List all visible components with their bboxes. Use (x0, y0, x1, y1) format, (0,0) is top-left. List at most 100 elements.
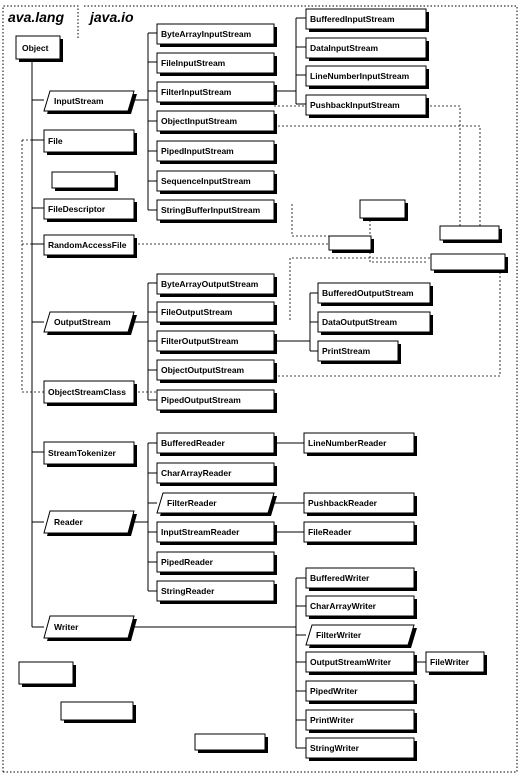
node-file-descriptor-box (43, 198, 135, 220)
node-buffered-output-stream-label: BufferedOutputStream (322, 288, 414, 298)
node-input-stream-box (43, 90, 135, 112)
node-buffered-reader-box (156, 432, 275, 454)
node-output-stream: OutputStream (43, 311, 137, 335)
node-file-descriptor: FileDescriptor (43, 198, 137, 222)
node-pushback-reader: PushbackReader (303, 492, 417, 516)
node-buffered-input-stream: BufferedInputStream (305, 8, 429, 32)
node-input-stream-reader-box (156, 521, 275, 543)
node-byte-array-input-stream-label: ByteArrayInputStream (161, 29, 252, 39)
node-piped-reader: PipedReader (156, 551, 277, 575)
interface-dashed-line (274, 272, 501, 377)
node-filter-input-stream-box (156, 81, 275, 103)
node-object-input-stream-label: ObjectInputStream (161, 116, 237, 126)
node-piped-reader-box (156, 551, 275, 573)
node-filter-reader-box (156, 492, 275, 514)
node-file-output-stream: FileOutputStream (156, 301, 277, 325)
node-writer: Writer (43, 615, 137, 641)
node-data-output-stream: DataOutputStream (317, 311, 433, 335)
blank-class-boxes (18, 171, 508, 753)
node-object-stream-class: ObjectStreamClass (43, 380, 137, 406)
node-char-array-reader-label: CharArrayReader (161, 468, 232, 478)
node-file-label: File (48, 136, 63, 146)
node-string-buffer-input-stream-label: StringBufferInputStream (161, 205, 261, 215)
node-filter-writer: FilterWriter (305, 624, 417, 648)
node-output-stream-writer-label: OutputStreamWriter (310, 657, 392, 667)
node-reader: Reader (43, 510, 137, 536)
interface-dashed-line (369, 220, 428, 263)
node-line-number-reader-box (303, 432, 415, 454)
node-buffered-output-stream-box (317, 282, 431, 304)
node-byte-array-input-stream-box (156, 23, 275, 45)
node-buffered-writer-box (305, 567, 415, 589)
node-filter-output-stream-label: FilterOutputStream (161, 336, 239, 346)
node-sequence-input-stream: SequenceInputStream (156, 170, 277, 194)
node-pushback-reader-label: PushbackReader (308, 498, 378, 508)
node-file-input-stream: FileInputStream (156, 52, 277, 76)
interface-dashed-line (291, 204, 360, 237)
node-print-writer-box (305, 709, 415, 731)
node-file-writer: FileWriter (425, 651, 487, 675)
node-buffered-reader: BufferedReader (156, 432, 277, 456)
node-char-array-reader-box (156, 462, 275, 484)
node-reader-label: Reader (54, 517, 84, 527)
java-lang-label: ava.lang (8, 9, 64, 25)
node-piped-output-stream-label: PipedOutputStream (161, 395, 241, 405)
node-string-buffer-input-stream: StringBufferInputStream (156, 199, 277, 223)
node-pushback-input-stream-box (305, 94, 427, 116)
node-string-reader-label: StringReader (161, 586, 215, 596)
node-file-writer-box (425, 651, 485, 673)
node-piped-input-stream-label: PipedInputStream (161, 146, 234, 156)
node-file-output-stream-box (156, 301, 275, 323)
node-filter-output-stream: FilterOutputStream (156, 330, 277, 354)
node-buffered-input-stream-box (305, 8, 427, 30)
node-data-output-stream-label: DataOutputStream (322, 317, 398, 327)
node-random-access-file-box (43, 234, 135, 256)
node-line-number-input-stream-label: LineNumberInputStream (310, 71, 410, 81)
node-object-output-stream: ObjectOutputStream (156, 359, 277, 383)
node-file-box (43, 129, 135, 153)
node-pushback-input-stream-label: PushbackInputStream (310, 100, 400, 110)
class-nodes: InputStreamFileFileDescriptorRandomAcces… (43, 8, 487, 761)
node-buffered-writer: BufferedWriter (305, 567, 417, 591)
node-piped-output-stream-box (156, 389, 275, 411)
node-output-stream-box (43, 311, 135, 333)
node-object-stream-class-label: ObjectStreamClass (48, 387, 126, 397)
node-byte-array-output-stream: ByteArrayOutputStream (156, 273, 277, 297)
node-string-reader-box (156, 580, 275, 602)
node-print-writer: PrintWriter (305, 709, 417, 733)
node-piped-output-stream: PipedOutputStream (156, 389, 277, 413)
node-piped-writer-label: PipedWriter (310, 686, 358, 696)
node-reader-box (43, 510, 135, 534)
interface-dashed-line (289, 257, 440, 320)
node-piped-reader-label: PipedReader (161, 557, 214, 567)
node-filter-reader-label: FilterReader (167, 498, 217, 508)
node-object-stream-class-box (43, 380, 135, 404)
node-object-input-stream: ObjectInputStream (156, 110, 277, 134)
node-print-writer-label: PrintWriter (310, 715, 354, 725)
node-string-writer-box (305, 737, 415, 759)
node-piped-writer-box (305, 680, 415, 702)
node-input-stream-reader-label: InputStreamReader (161, 527, 240, 537)
node-input-stream-label: InputStream (54, 96, 104, 106)
node-file-input-stream-label: FileInputStream (161, 58, 226, 68)
node-output-stream-label: OutputStream (54, 317, 111, 327)
node-byte-array-input-stream: ByteArrayInputStream (156, 23, 277, 47)
node-file-reader: FileReader (303, 521, 417, 545)
node-stream-tokenizer-box (43, 441, 135, 465)
node-line-number-reader: LineNumberReader (303, 432, 417, 456)
node-filter-input-stream: FilterInputStream (156, 81, 277, 105)
node-string-writer: StringWriter (305, 737, 417, 761)
node-line-number-input-stream-box (305, 65, 427, 87)
node-buffered-output-stream: BufferedOutputStream (317, 282, 433, 306)
node-output-stream-writer-box (305, 651, 415, 673)
node-string-buffer-input-stream-box (156, 199, 275, 221)
node-buffered-input-stream-label: BufferedInputStream (310, 14, 395, 24)
node-output-stream-writer: OutputStreamWriter (305, 651, 417, 675)
node-string-reader: StringReader (156, 580, 277, 604)
node-random-access-file-label: RandomAccessFile (48, 240, 127, 250)
node-object-output-stream-label: ObjectOutputStream (161, 365, 245, 375)
node-data-output-stream-box (317, 311, 431, 333)
java-io-frame (3, 5, 518, 773)
node-filter-writer-box (305, 624, 415, 646)
